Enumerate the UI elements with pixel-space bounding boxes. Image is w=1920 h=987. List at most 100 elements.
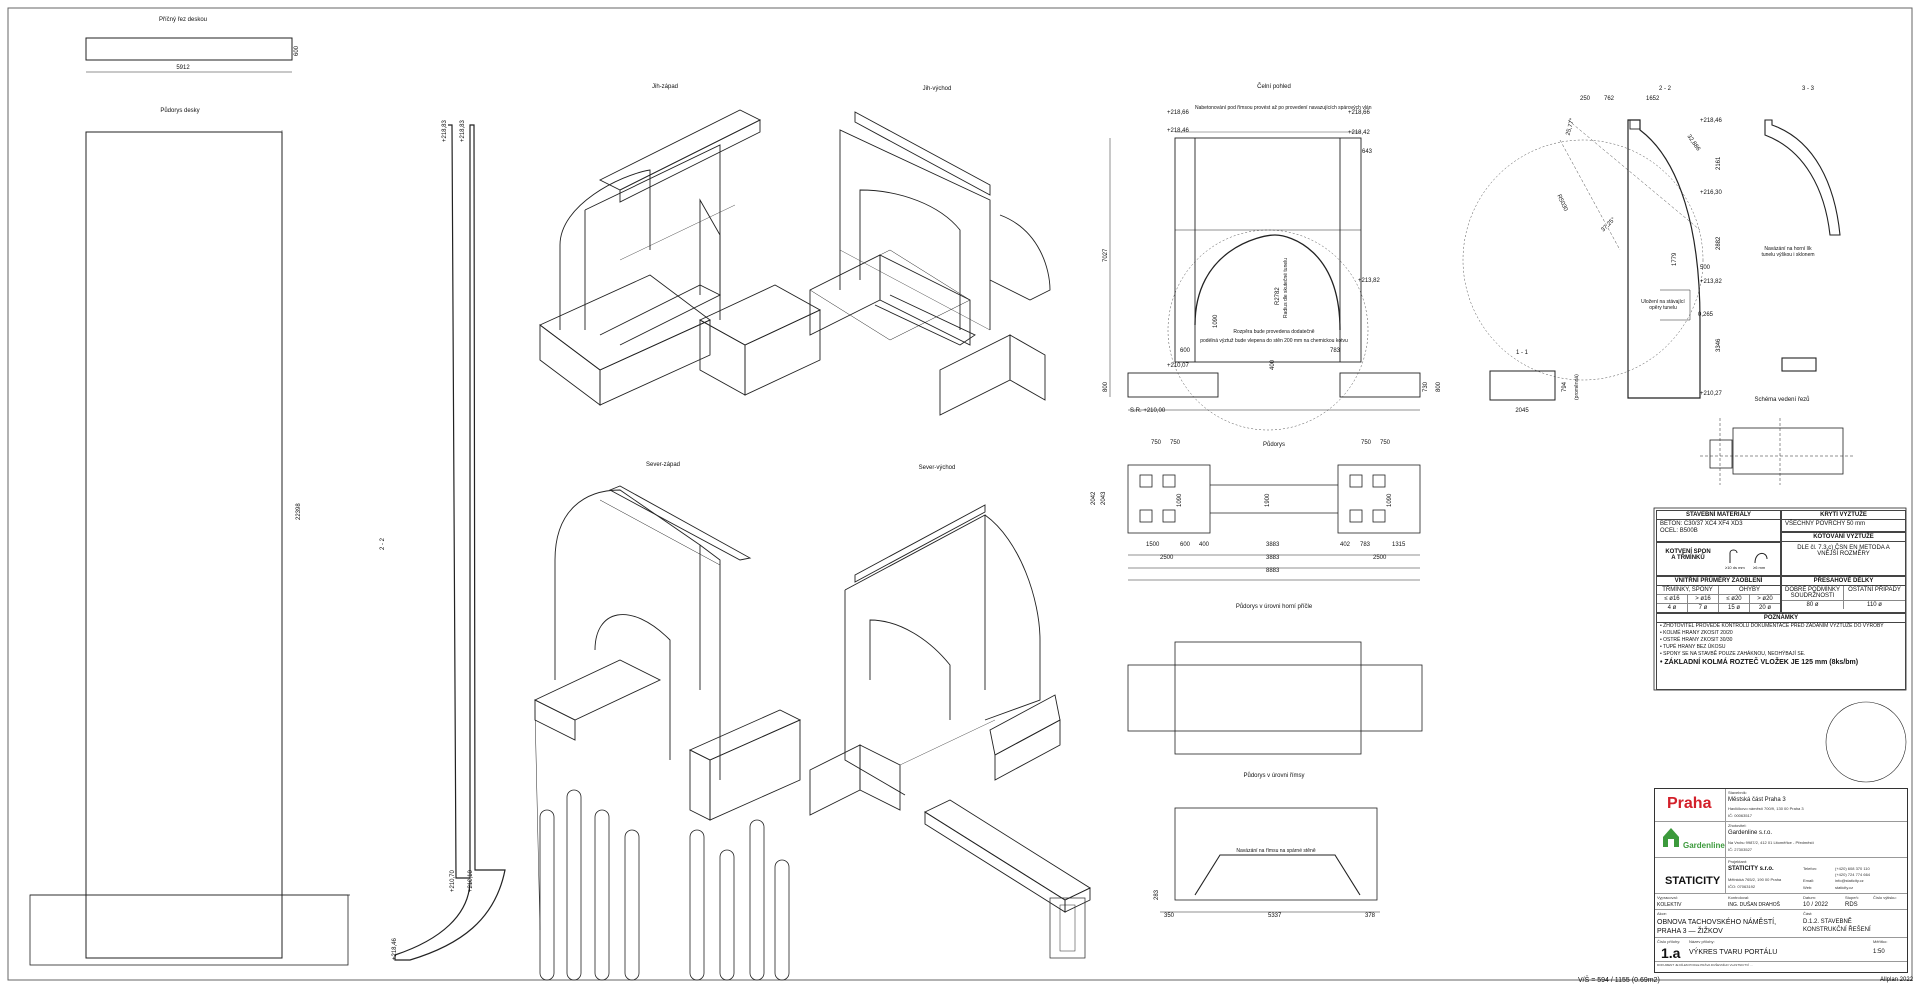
dim-slab-width: 5912 xyxy=(176,65,190,71)
s22-2882: 2882 xyxy=(1716,236,1722,250)
scheme-title: Schéma vedení řezů xyxy=(1754,397,1810,403)
plan-1090a: 1090 xyxy=(1177,493,1183,507)
stamp-circle xyxy=(1825,701,1907,783)
plan-top-title: Půdorys v úrovni horní příčle xyxy=(1235,604,1313,610)
tel-value: (+420) 608 370 110 xyxy=(1835,866,1870,871)
cross-section-title: Příčný řez deskou xyxy=(158,17,208,23)
plan-600: 600 xyxy=(1180,542,1191,548)
legal-text: DOKUMENT JE DÍLEM PODLE PRÁVA DUŠEVNÍHO … xyxy=(1657,963,1753,967)
plan-top-beam xyxy=(1127,641,1423,755)
front-dim-643: 643 xyxy=(1362,149,1373,155)
designer-ic: IČ: 27303527 xyxy=(1728,847,1753,852)
anchor-hdr: KOTVENÍ SPON A TŘMÍNKŮ xyxy=(1665,549,1711,561)
s22-lvl1: +218,46 xyxy=(1700,118,1722,124)
bending-s2: > ø16 xyxy=(1688,595,1719,603)
section-22-title: 2 - 2 xyxy=(1658,86,1672,92)
sw-title: Jih-západ xyxy=(651,84,679,90)
gardenline-house-icon xyxy=(1663,828,1679,847)
engineer-name: STATICITY s.r.o. xyxy=(1728,866,1774,872)
software-name: Allplan 2022 xyxy=(1880,977,1914,983)
beam-378: 378 xyxy=(1365,913,1376,919)
front-lvl-tr: +218,66 xyxy=(1348,110,1370,116)
bending-s1: ≤ ø16 xyxy=(1657,595,1688,603)
plan-3883a: 3883 xyxy=(1266,542,1280,548)
engineer-label: Projektant: xyxy=(1728,859,1748,864)
section-33-title: 3 - 3 xyxy=(1801,86,1815,92)
tel-label: Telefon: xyxy=(1803,866,1818,871)
bending-c1: TŘMÍNKY, SPONY xyxy=(1657,586,1719,594)
overlap-c2: OSTATNÍ PŘÍPADY xyxy=(1848,587,1901,593)
bending-v3: 15 ø xyxy=(1719,604,1750,612)
investor-name: Městská část Praha 3 xyxy=(1728,797,1786,803)
hook-icon xyxy=(1729,549,1768,564)
lvl-d: +210,10 xyxy=(468,870,474,892)
steel-label: OCEL: xyxy=(1660,528,1679,534)
plan-2500a: 2500 xyxy=(1160,555,1174,561)
beam-note: Navázání na římsu na spárné stěně xyxy=(1236,848,1316,854)
bending-hdr: VNITŘNÍ PRŮMĚRY ZAOBLENÍ xyxy=(1657,577,1780,586)
plan-400: 400 xyxy=(1199,542,1210,548)
designer-name: Gardenline s.r.o. xyxy=(1728,830,1773,836)
front-view xyxy=(1109,131,1421,431)
engineer-address: Mělnická 765/2, 190 00 Praha xyxy=(1728,877,1782,882)
plan-1315: 1315 xyxy=(1392,542,1406,548)
dimensioning-value: DLE čl. 7.3.c) ČSN EN METODA A VNĚJŠÍ RO… xyxy=(1797,545,1890,557)
sheet-format: V/Š = 594 / 1155 (0.69m2) xyxy=(1578,977,1660,984)
web-value: staticity.cz xyxy=(1835,885,1854,890)
materials-hdr: STAVEBNÍ MATERIÁLY xyxy=(1657,511,1780,520)
s22-1779: 1779 xyxy=(1672,252,1678,266)
note-1: • ZHOTOVITEL PROVEDE KONTROLU DOKUMENTAC… xyxy=(1660,623,1884,629)
dimensioning-table: KÓTOVÁNÍ VÝZTUŽE DLE čl. 7.3.c) ČSN EN M… xyxy=(1781,532,1906,576)
plan-beam-title: Půdorys v úrovni římsy xyxy=(1243,773,1305,779)
part-value: D.1.2. STAVEBNĚ KONSTRUKČNÍ ŘEŠENÍ xyxy=(1803,919,1871,933)
plan-750b: 750 xyxy=(1170,440,1181,446)
action-label: Akce: xyxy=(1657,911,1668,916)
overlap-c1: DOBRÉ PODMÍNKY SOUDRŽNOSTI xyxy=(1782,586,1844,600)
s22-2161: 2161 xyxy=(1716,156,1722,170)
front-dim-800: 800 xyxy=(1103,381,1109,392)
iso-sw-view xyxy=(539,109,821,406)
bending-s4: > ø20 xyxy=(1757,596,1773,602)
overlap-v1: 80 ø xyxy=(1782,601,1844,609)
steel-value: B500B xyxy=(1679,528,1698,534)
section-22-side-label: 2 - 2 xyxy=(380,537,386,550)
plan-750a: 750 xyxy=(1151,440,1162,446)
designer-label: Zhotovitel: xyxy=(1728,823,1747,828)
front-1090: 1090 xyxy=(1213,314,1219,328)
beam-5337: 5337 xyxy=(1268,913,1282,919)
s11-2045: 2045 xyxy=(1515,408,1529,414)
check-value: ING. DUŠAN DRAHOŠ xyxy=(1728,902,1780,908)
cover-table: KRYTÍ VÝZTUŽE VŠECHNY POVRCHY 50 mm xyxy=(1781,510,1906,532)
plan-1090b: 1090 xyxy=(1387,493,1393,507)
dim-slab-len: 22398 xyxy=(296,503,302,520)
plan-beam-level xyxy=(1160,807,1380,913)
front-title: Čelní pohled xyxy=(1257,84,1291,90)
plan-8883: 8883 xyxy=(1266,568,1280,574)
s22-500: 500 xyxy=(1700,265,1711,271)
check-label: Kontroloval: xyxy=(1728,895,1750,900)
anchor-b: ≥6 mm xyxy=(1753,565,1766,570)
ne-title: Sever-východ xyxy=(918,465,956,471)
front-note4: Radius dle skutečné tunelu xyxy=(1283,257,1289,318)
materials-table: STAVEBNÍ MATERIÁLY BETON: C30/37 XC4 XF4… xyxy=(1656,510,1781,542)
plan-2500b: 2500 xyxy=(1373,555,1387,561)
cover-hdr: KRYTÍ VÝZTUŽE xyxy=(1782,511,1905,520)
engineer-ico: IČO: 07063192 xyxy=(1728,884,1756,889)
s22-1652: 1652 xyxy=(1646,96,1660,102)
anchor-table: KOTVENÍ SPON A TŘMÍNKŮ ≥10 ds mm ≥6 mm xyxy=(1656,542,1781,576)
se-title: Jih-východ xyxy=(922,86,952,92)
front-lvl-bl: +210,07 xyxy=(1167,363,1189,369)
drawn-label: Vypracoval: xyxy=(1657,895,1678,900)
note-4: • TUPÉ HRANY BEZ ÚKOSU xyxy=(1660,644,1726,650)
front-lvl-tl2: +218,46 xyxy=(1167,128,1189,134)
title-label: Název přílohy: xyxy=(1689,939,1715,944)
iso-se-view xyxy=(809,111,1051,416)
date-value: 10 / 2022 xyxy=(1803,902,1829,908)
plan-750c: 750 xyxy=(1361,440,1372,446)
scale-label: Měřítko: xyxy=(1873,939,1888,944)
overlap-table: PŘESAHOVÉ DÉLKY DOBRÉ PODMÍNKY SOUDRŽNOS… xyxy=(1781,576,1906,613)
stage-label: Stupeň: xyxy=(1845,895,1859,900)
email-value: info@staticity.cz xyxy=(1835,878,1864,883)
